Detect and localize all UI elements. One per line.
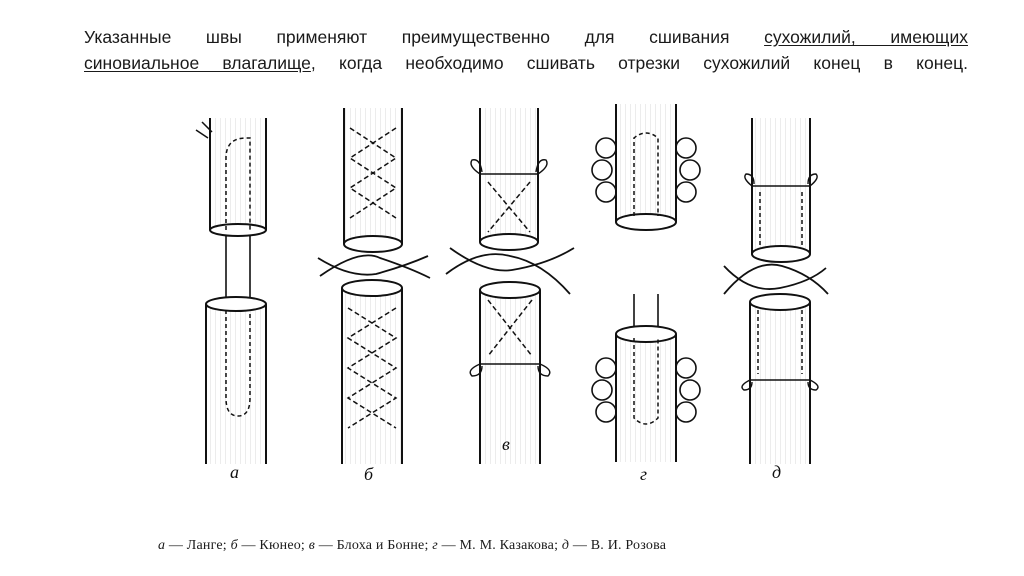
caption-letter-a: а — [158, 538, 166, 553]
underlined-term-tendons: сухожилий, имеющих — [764, 27, 968, 47]
caption-lange: — Ланге; — [165, 538, 231, 553]
diagram-g-kazakov — [591, 104, 701, 462]
suture-diagrams: а б в г д — [195, 104, 829, 484]
faded-scan-artifact — [160, 510, 440, 528]
caption-letter-d: д — [561, 538, 570, 553]
text-line-2: синовиальное влагалище, когда необходимо… — [84, 50, 968, 76]
figure-caption: а — Ланге; б — Кюнео; в — Блоха и Бонне;… — [158, 538, 818, 554]
caption-cuneo: — Кюнео; — [237, 538, 309, 553]
diagram-a-lange — [195, 118, 267, 464]
caption-letter-b: б — [230, 538, 238, 553]
label-a: а — [230, 462, 239, 482]
text-line-1: Указанные швы применяют преимущественно … — [84, 24, 968, 50]
caption-rozov: — В. И. Розова — [569, 538, 667, 553]
text-line-1-plain: Указанные швы применяют преимущественно … — [84, 27, 765, 47]
caption-letter-v: в — [308, 538, 316, 553]
label-g: г — [640, 464, 647, 484]
diagram-b-cuneo — [317, 108, 431, 464]
caption-kazakov: — М. М. Казакова; — [437, 538, 562, 553]
text-line-2-plain: , когда необходимо сшивать отрезки сухож… — [310, 53, 968, 73]
caption-bloch-bonnet: — Блоха и Бонне; — [315, 538, 433, 553]
underlined-term-synovial-sheath: синовиальное влагалище — [84, 53, 311, 73]
body-text: Указанные швы применяют преимущественно … — [84, 24, 968, 76]
caption-letter-g: г — [432, 538, 438, 553]
diagram-d-rozov — [723, 118, 829, 464]
label-b: б — [364, 464, 374, 484]
tendon-suture-figure: а б в г д — [150, 98, 830, 566]
label-v: в — [502, 434, 510, 454]
diagram-v-bloch-bonnet — [445, 108, 575, 464]
label-d: д — [772, 462, 781, 482]
